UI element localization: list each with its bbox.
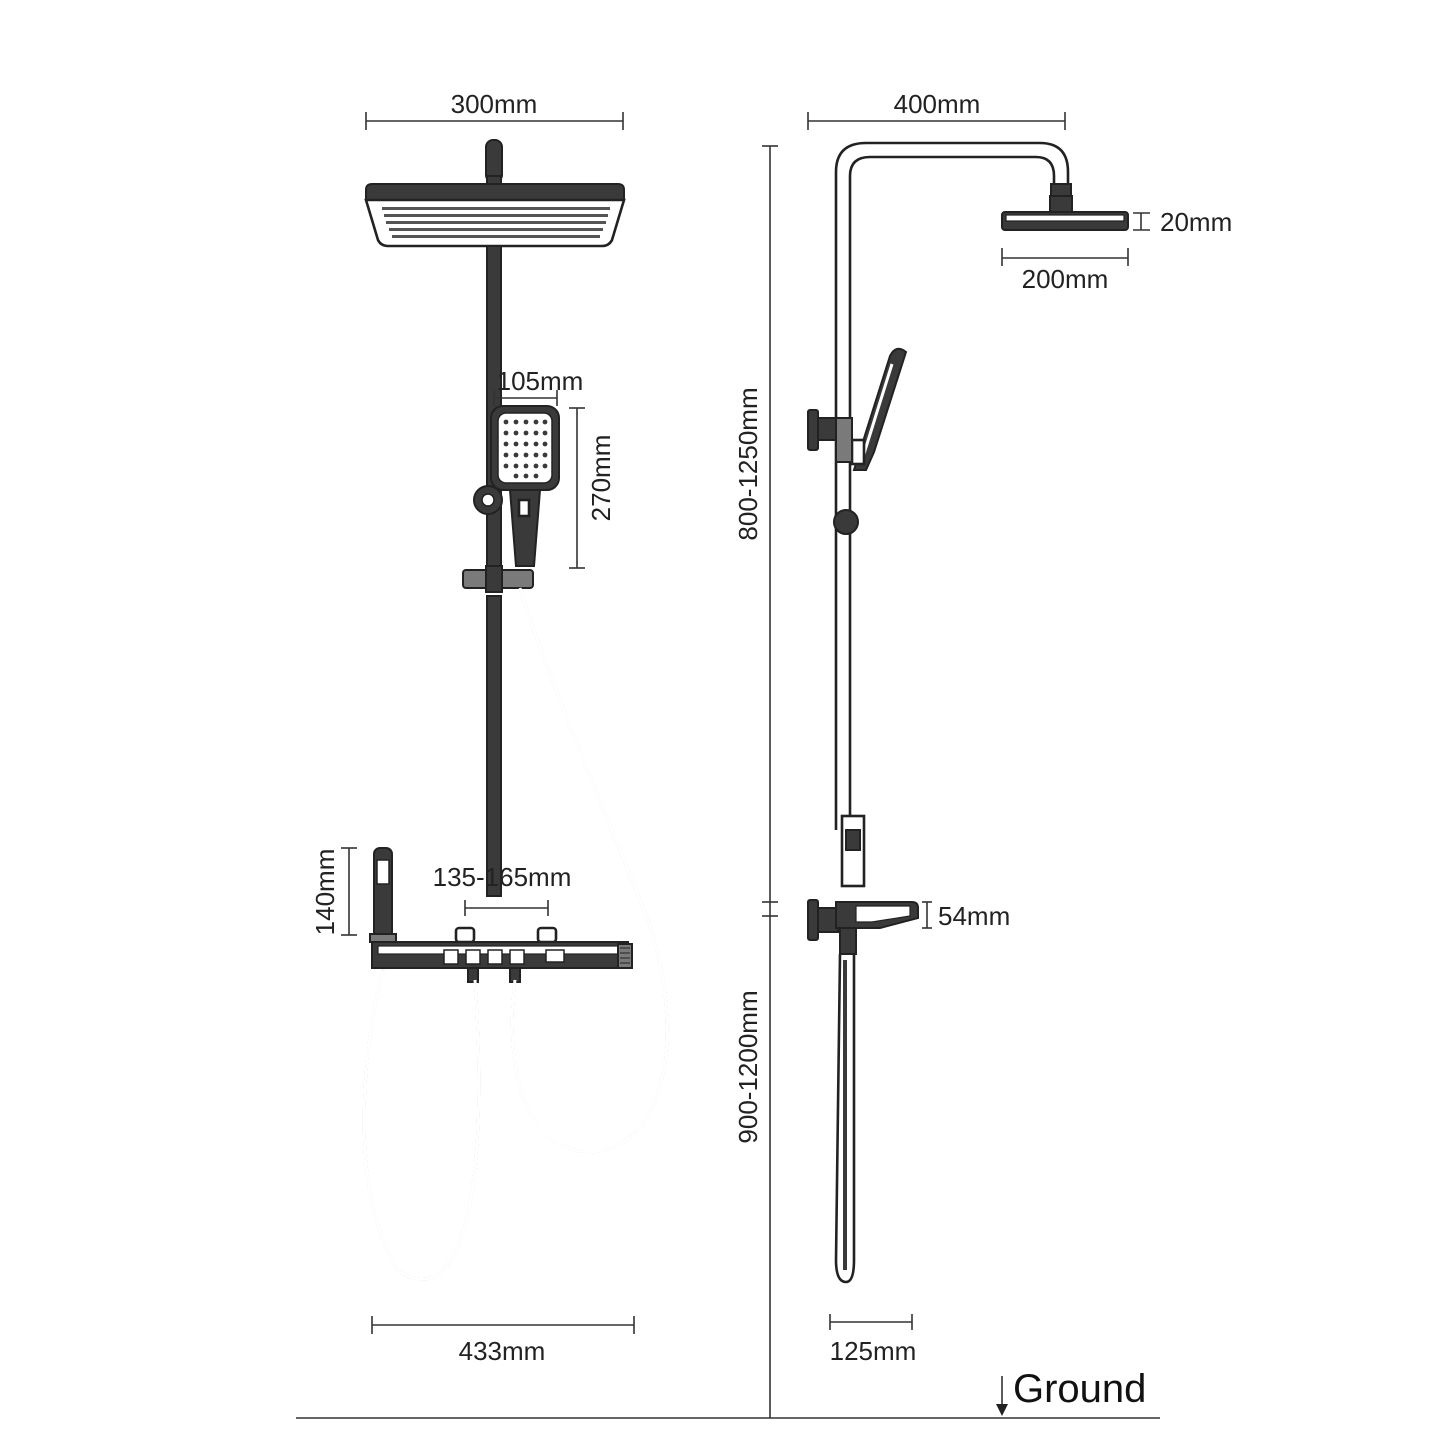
front-view: 300mm 10	[310, 89, 669, 1366]
handle-spacing-label: 135-165mm	[433, 862, 572, 892]
side-hose	[834, 953, 856, 1284]
mount-height-label: 900-1200mm	[733, 990, 763, 1143]
front-head-width-label: 300mm	[451, 89, 538, 119]
side-mixer-shelf	[807, 899, 919, 955]
dim-hand-shower-width: 105mm	[493, 366, 584, 406]
dim-side-arm-length: 400mm	[807, 89, 1066, 130]
side-rail-knob	[807, 409, 859, 535]
spout-height-label: 140mm	[310, 849, 340, 936]
shelf-thickness-label: 54mm	[938, 901, 1010, 931]
side-view: 400mm 20mm 200mm	[807, 89, 1232, 1366]
head-connector	[485, 139, 503, 189]
ground-reference: Ground	[296, 1367, 1160, 1419]
hand-shower-nozzles	[503, 419, 548, 479]
hand-shower-length-label: 270mm	[586, 435, 616, 522]
ground-label: Ground	[1013, 1367, 1146, 1411]
thermostatic-mixer-front	[371, 941, 633, 983]
mixer-knobs	[454, 926, 558, 944]
rail-height-label: 800-1250mm	[733, 387, 763, 540]
mixer-buttons	[443, 949, 565, 965]
side-depth-label: 125mm	[830, 1336, 917, 1366]
side-diverter	[840, 814, 866, 888]
side-arm-length-label: 400mm	[894, 89, 981, 119]
hand-shower-front	[473, 405, 560, 567]
rain-shower-head-side	[1001, 211, 1129, 231]
hand-shower-side	[850, 347, 908, 471]
mixer-width-label: 433mm	[459, 1336, 546, 1366]
bath-spout	[369, 847, 397, 943]
side-shower-arm	[834, 141, 1073, 830]
dim-spout-height: 140mm	[310, 847, 357, 936]
rain-shower-head-front	[364, 183, 626, 248]
dim-side-depth: 125mm	[829, 1314, 917, 1366]
side-head-thickness-label: 20mm	[1160, 207, 1232, 237]
height-ruler: 800-1250mm 900-1200mm	[733, 145, 778, 1418]
rain-head-nozzles	[382, 207, 610, 238]
shower-hoses	[362, 587, 669, 1281]
dim-shelf-thickness: 54mm	[922, 901, 1010, 931]
hand-shower-width-label: 105mm	[497, 366, 584, 396]
slide-holder	[462, 565, 534, 593]
dim-side-head-thickness: 20mm	[1133, 207, 1232, 237]
dim-side-head-width: 200mm	[1001, 248, 1129, 294]
side-head-width-label: 200mm	[1022, 264, 1109, 294]
dim-front-head-width: 300mm	[365, 89, 624, 130]
dim-mixer-width: 433mm	[371, 1316, 635, 1366]
dim-handle-spacing: 135-165mm	[433, 862, 572, 916]
dim-hand-shower-length: 270mm	[569, 407, 616, 569]
